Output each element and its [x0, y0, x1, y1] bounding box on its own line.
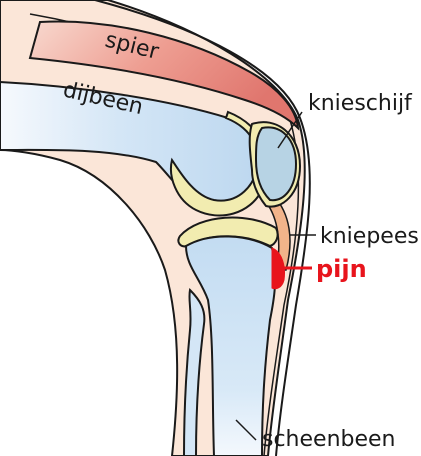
label-pain: pijn	[316, 255, 367, 283]
label-patellar-tendon: kniepees	[320, 224, 419, 249]
label-kneecap: knieschijf	[308, 91, 413, 116]
patella-bone	[256, 127, 296, 200]
label-shin-bone: scheenbeen	[262, 427, 396, 452]
